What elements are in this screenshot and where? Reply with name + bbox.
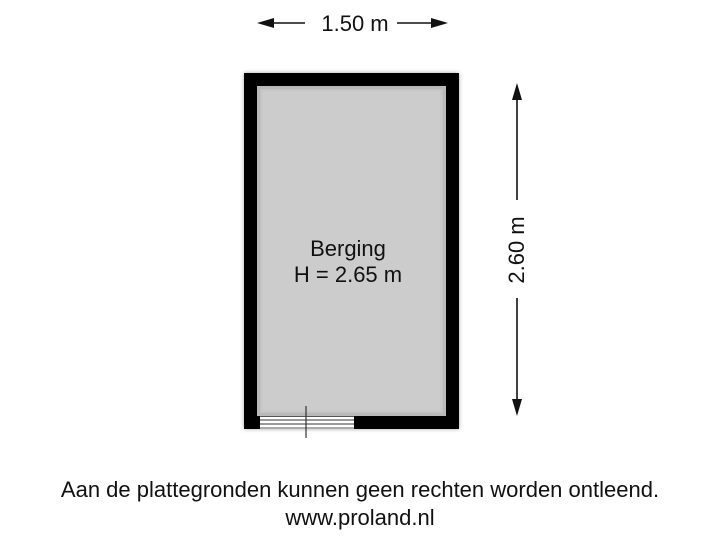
room-name: Berging	[310, 236, 386, 261]
depth-dimension-label: 2.60 m	[504, 216, 529, 284]
window-icon	[257, 406, 354, 438]
depth-dimension	[512, 83, 522, 416]
website-url: www.proland.nl	[285, 505, 435, 530]
room-height: H = 2.65 m	[293, 262, 403, 287]
width-dimension-label: 1.50 m	[321, 11, 389, 36]
room-floor	[257, 86, 446, 416]
width-dimension	[257, 18, 448, 28]
disclaimer-text: Aan de plattegronden kunnen geen rechten…	[60, 477, 660, 502]
